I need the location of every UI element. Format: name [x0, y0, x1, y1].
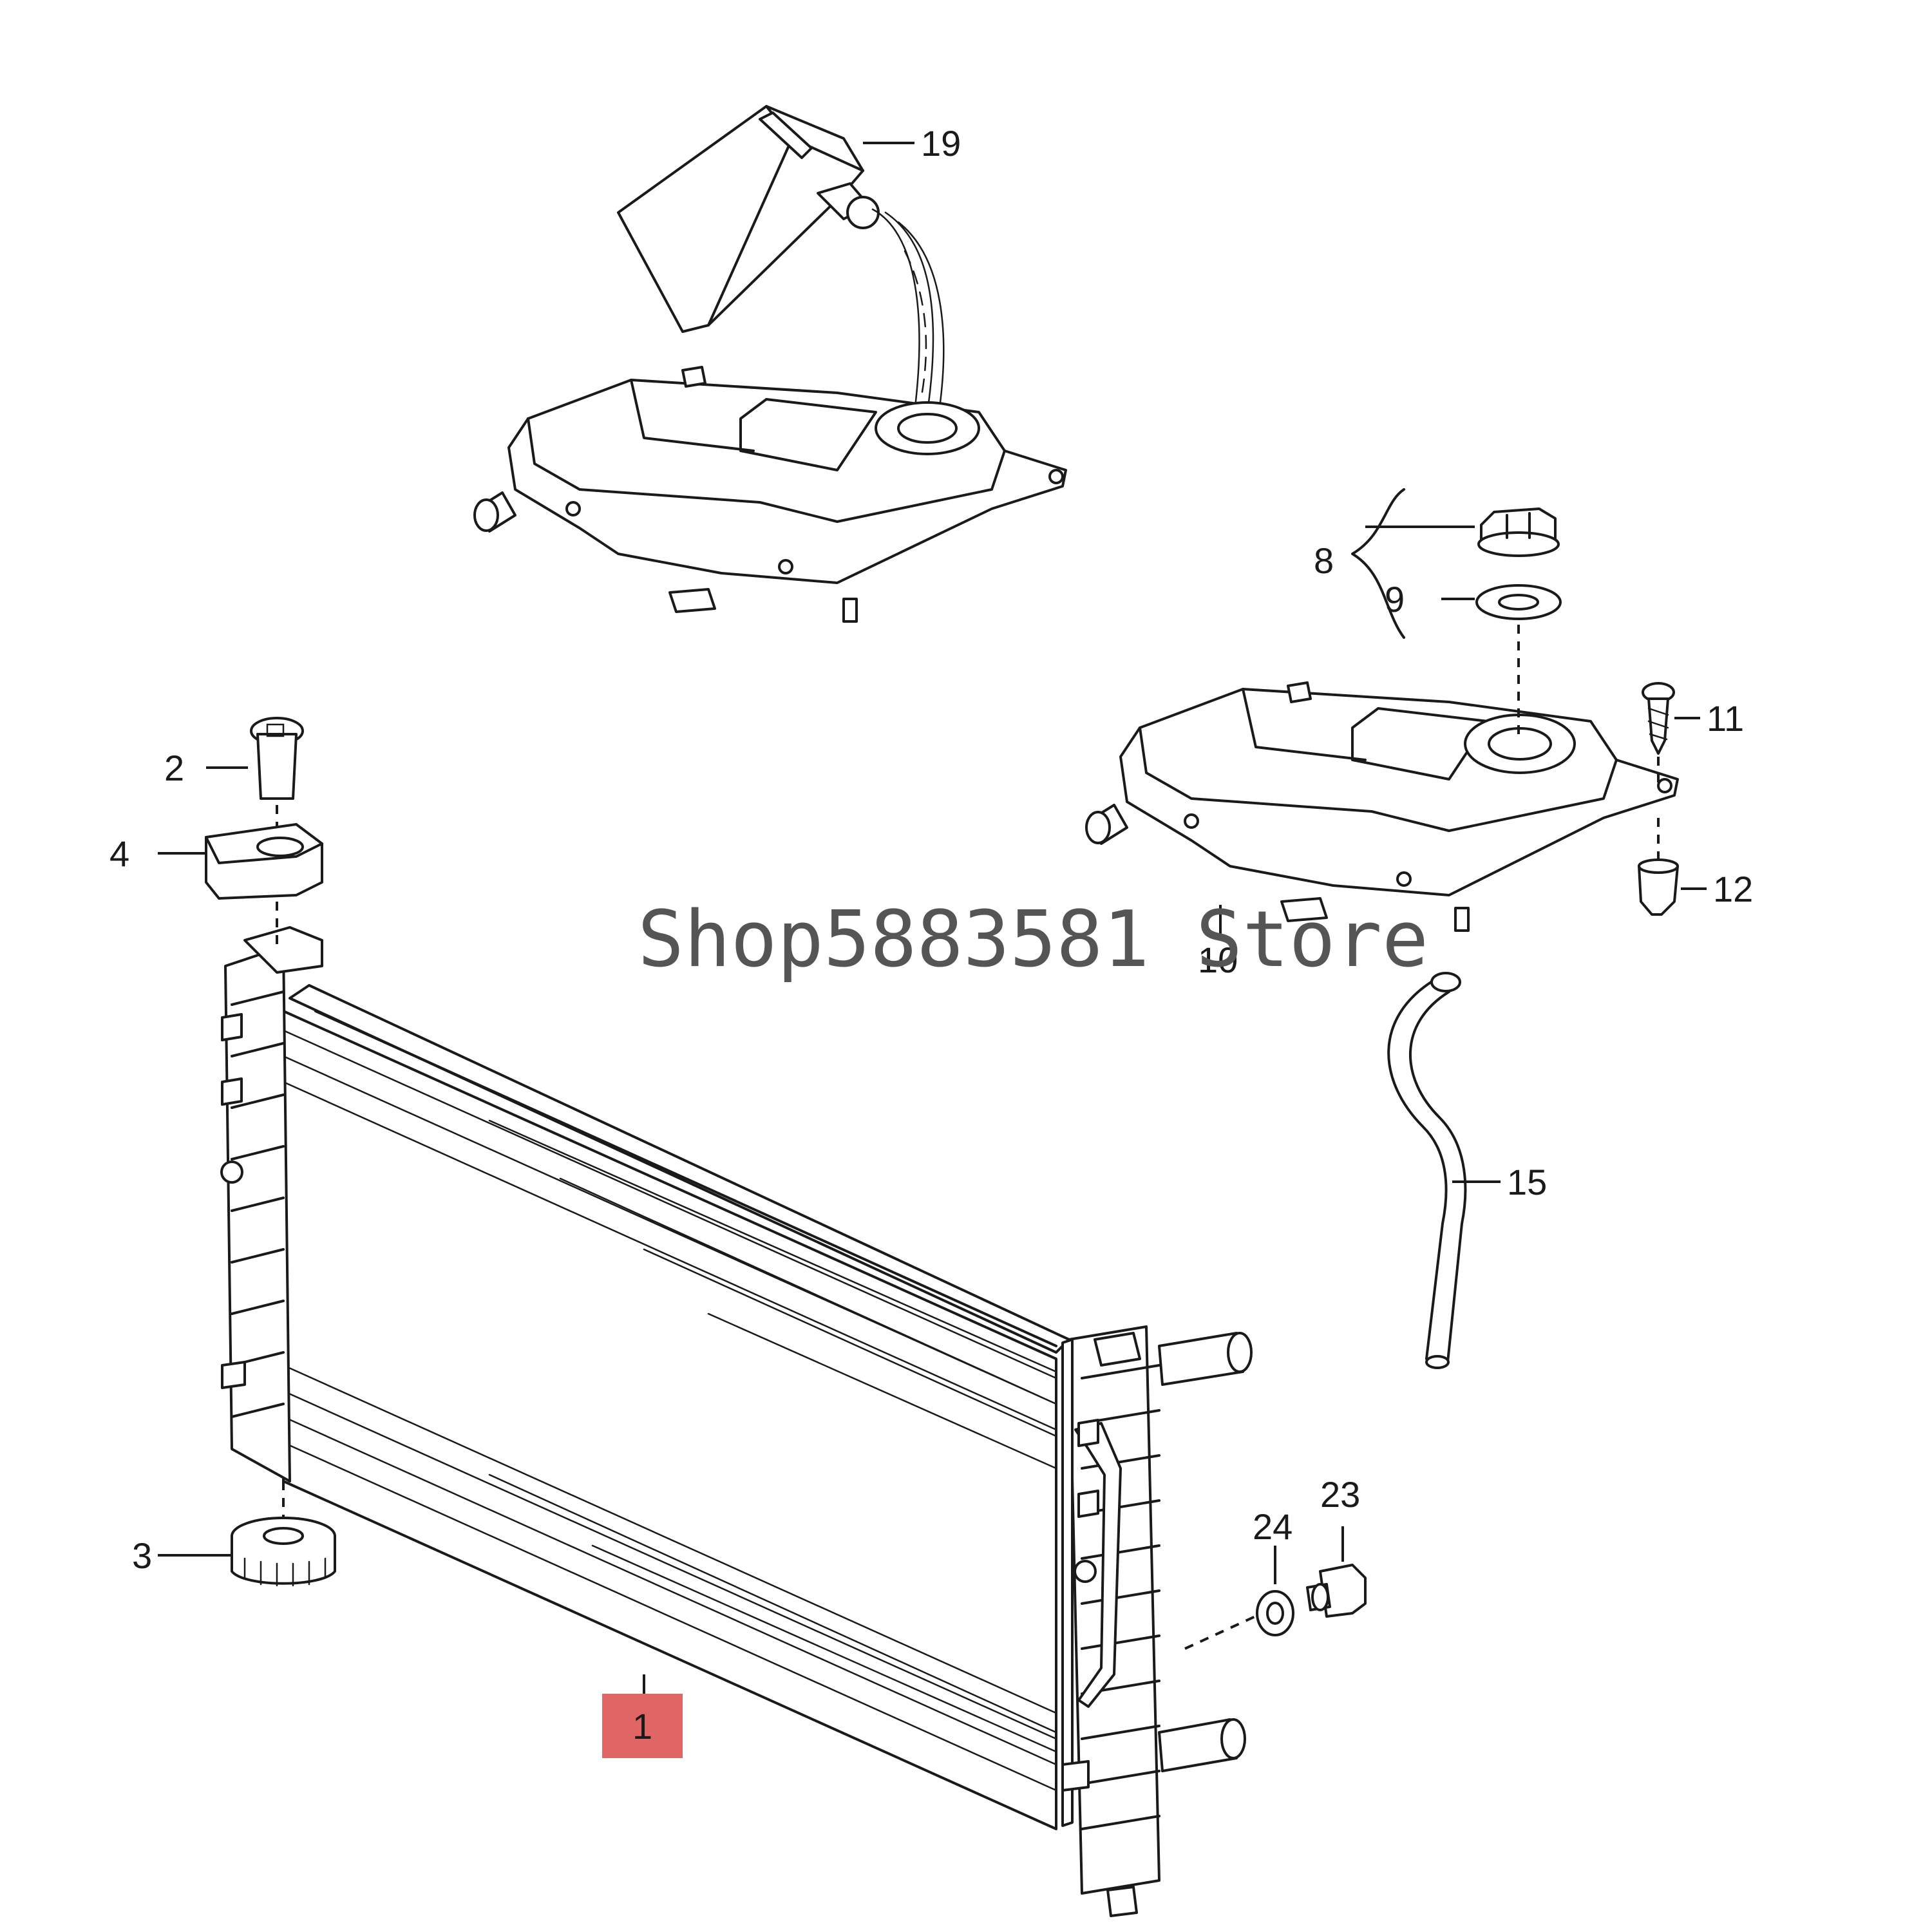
radiator-mount-pin: [250, 717, 304, 800]
callout-23: 23: [1320, 1474, 1360, 1515]
callout-4: 4: [109, 833, 129, 874]
radiator-left-tank: [220, 926, 323, 1482]
drain-plug: [1306, 1564, 1367, 1618]
cap-bracket: [1351, 488, 1405, 639]
store-watermark: Shop5883581 Store: [638, 895, 1428, 985]
radiator-rubber-bushing: [231, 1517, 336, 1587]
clip-nut: [1638, 858, 1679, 916]
coolant-hose: [1387, 978, 1448, 1360]
callout-1: 1: [632, 1706, 652, 1747]
highlight-box: [602, 1694, 683, 1758]
leader-lines: [158, 142, 1707, 1700]
expansion-tank-upper: [473, 366, 1067, 623]
coolant-canister: [617, 105, 945, 413]
cap-seal-ring: [1475, 584, 1562, 620]
expansion-tank-lower: [1085, 681, 1679, 932]
callout-19: 19: [921, 123, 961, 164]
callout-15: 15: [1507, 1162, 1547, 1202]
callout-11: 11: [1707, 698, 1744, 739]
callout-12: 12: [1713, 869, 1753, 909]
reservoir-cap: [1477, 507, 1560, 557]
callout-3: 3: [132, 1535, 152, 1576]
mounting-screw: [1642, 682, 1675, 755]
callout-2: 2: [164, 748, 184, 788]
callout-8: 8: [1314, 540, 1334, 581]
callout-24: 24: [1253, 1506, 1293, 1547]
radiator-right-tank: [1061, 1325, 1253, 1917]
callout-9: 9: [1385, 579, 1405, 620]
callout-10: 10: [1198, 940, 1238, 980]
sealing-washer: [1256, 1590, 1294, 1636]
radiator-mount-bracket: [205, 823, 323, 900]
